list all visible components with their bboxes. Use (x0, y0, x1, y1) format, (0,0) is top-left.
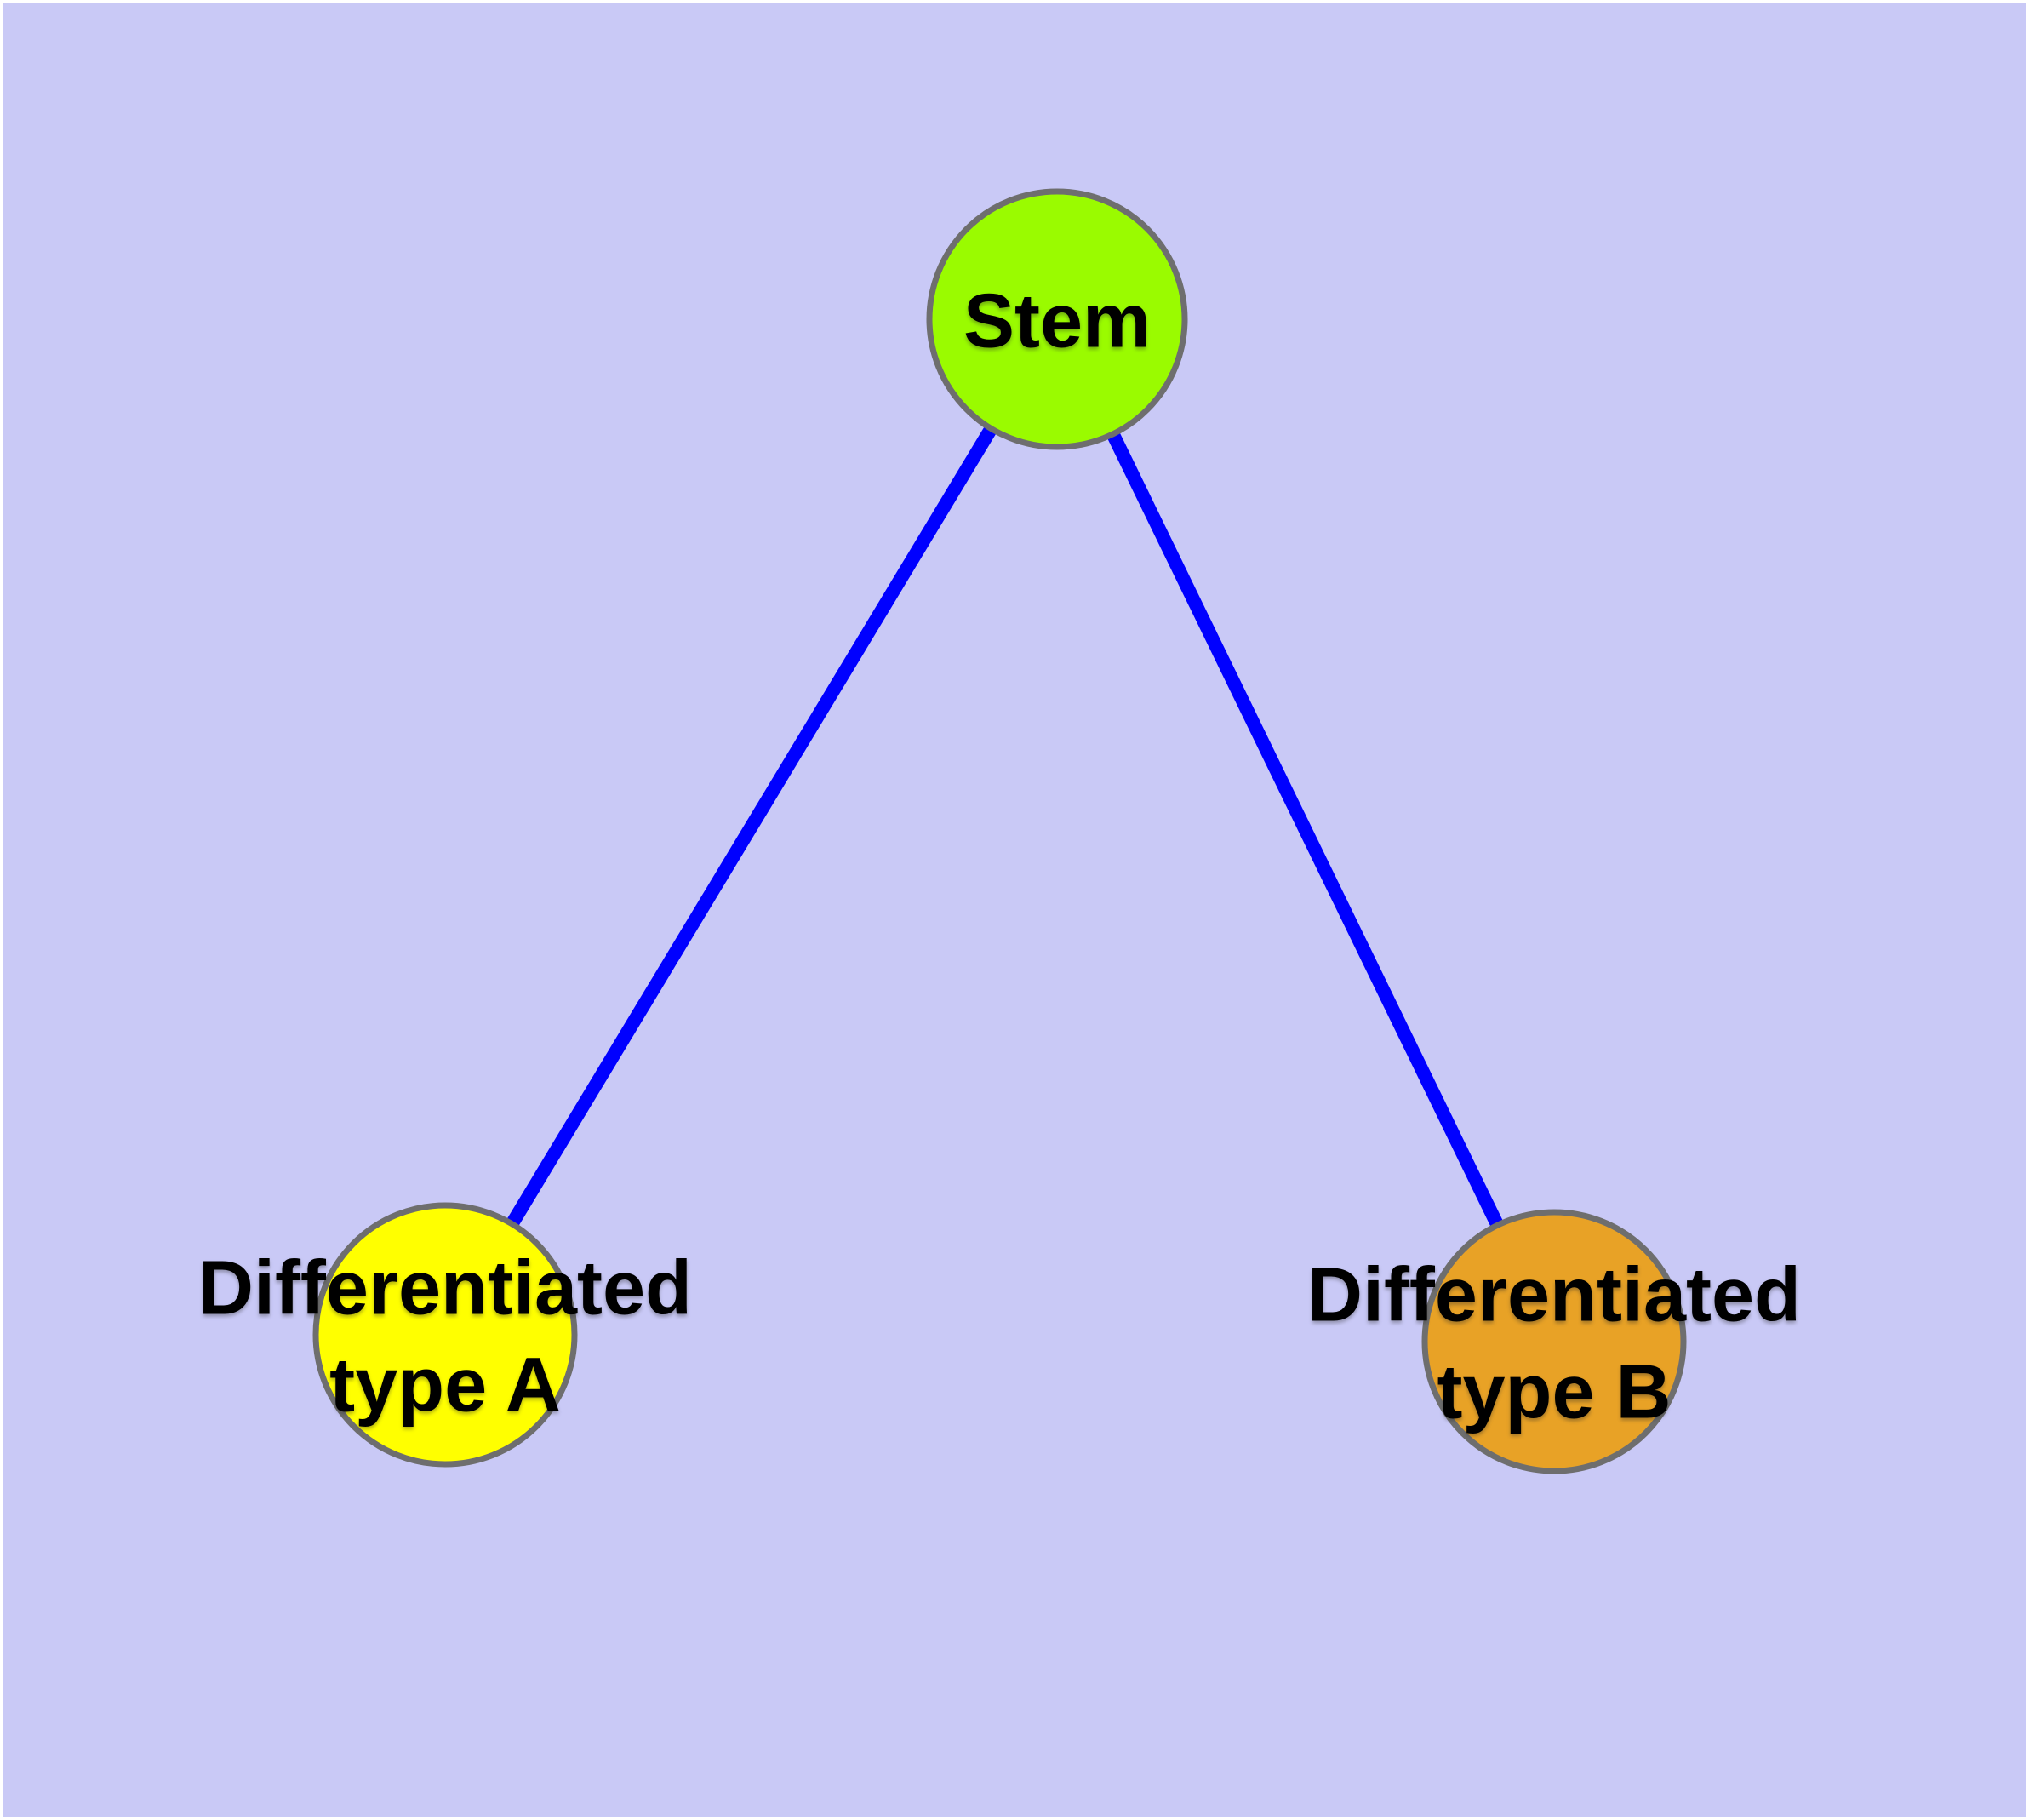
node-label-line: Stem (963, 279, 1151, 364)
node-label-line: Differentiated (1307, 1253, 1801, 1338)
node-label-differentiated-type-b: Differentiated type B (1307, 1253, 1801, 1435)
node-circle-differentiated-type-a (312, 1202, 578, 1468)
node-label-stem: Stem (963, 279, 1151, 364)
node-label-differentiated-type-a: Differentiated type A (198, 1246, 692, 1428)
node-circle-stem (926, 188, 1188, 450)
node-label-line: type A (329, 1343, 561, 1428)
nodes-layer (312, 188, 1687, 1474)
edge-stem-to-differentiated-type-b (1050, 316, 1561, 1345)
edges-layer (439, 315, 1561, 1345)
node-label-line: Differentiated (198, 1246, 692, 1331)
edge-stem-to-differentiated-type-a (439, 315, 1063, 1339)
node-circle-differentiated-type-b (1421, 1209, 1687, 1474)
node-label-line: type B (1437, 1350, 1671, 1435)
